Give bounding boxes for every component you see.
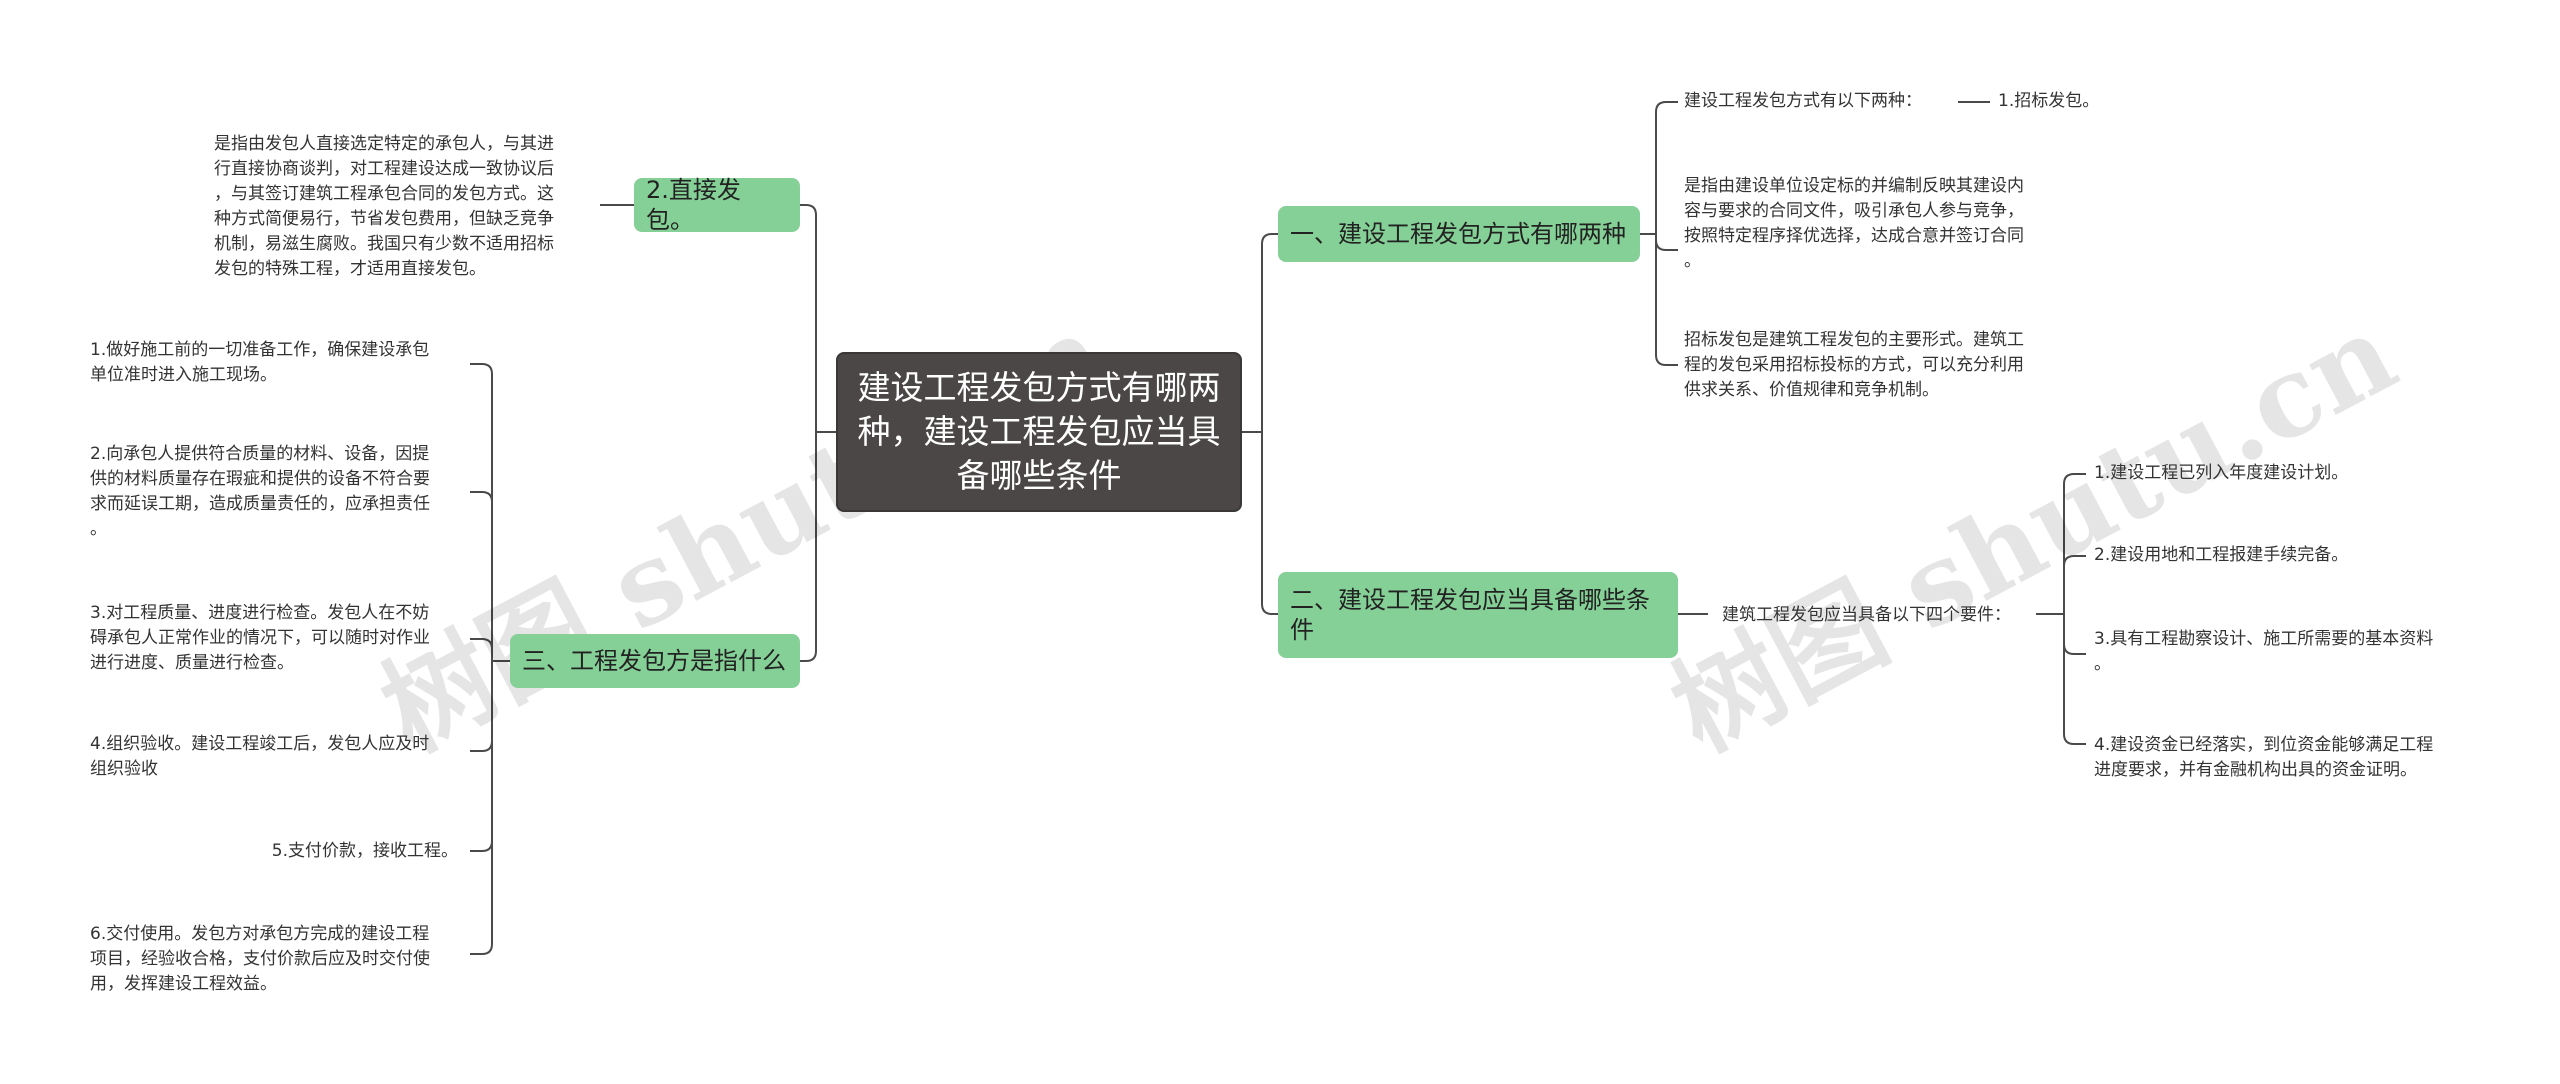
leaf-employer-duty-1: 1.做好施工前的一切准备工作，确保建设承包 单位准时进入施工现场。: [90, 340, 430, 385]
link-b2-item3: [2063, 614, 2086, 655]
link-b2-item2: [2063, 555, 2086, 614]
leaf-employer-duty-4: 4.组织验收。建设工程竣工后，发包人应及时 组织验收: [90, 734, 430, 779]
link-root-b1: [1261, 233, 1278, 432]
leaf-employer-duty-6: 6.交付使用。发包方对承包方完成的建设工程 项目，经验收合格，支付价款后应及时交…: [90, 924, 430, 994]
link-root-b4: [800, 432, 817, 662]
root-topic-label: 建设工程发包方式有哪两种，建设工程发包应当具备哪些条件: [857, 368, 1221, 495]
leaf-method-bidding: 1.招标发包。: [1998, 91, 2100, 111]
branch-employer-definition[interactable]: 三、工程发包方是指什么: [510, 634, 800, 688]
branch-conditions-label: 二、建设工程发包应当具备哪些条件: [1290, 586, 1650, 644]
leaf-employer-duty-5: 5.支付价款，接收工程。: [271, 841, 458, 861]
leaf-conditions-intro: 建筑工程发包应当具备以下四个要件：: [1722, 605, 2011, 625]
leaf-employer-duty-3: 3.对工程质量、进度进行检查。发包人在不妨 碍承包人正常作业的情况下，可以随时对…: [90, 603, 430, 673]
leaf-condition-4: 4.建设资金已经落实，到位资金能够满足工程 进度要求，并有金融机构出具的资金证明…: [2094, 735, 2434, 780]
branch-method-types-label: 一、建设工程发包方式有哪两种: [1290, 220, 1626, 248]
leaf-method-bidding-definition: 是指由建设单位设定标的并编制反映其建设内 容与要求的合同文件，吸引承包人参与竞争…: [1684, 176, 2024, 271]
leaf-employer-duty-2: 2.向承包人提供符合质量的材料、设备，因提 供的材料质量存在瑕疵和提供的设备不符…: [90, 444, 430, 539]
branch-direct-contracting[interactable]: 2.直接发包。: [634, 176, 800, 234]
link-b4-item1: [470, 363, 493, 661]
leaf-condition-3: 3.具有工程勘察设计、施工所需要的基本资料 。: [2094, 629, 2434, 674]
link-b4-item6: [470, 661, 493, 955]
link-root-b3: [800, 204, 817, 432]
link-b1-desc2: [1655, 234, 1678, 366]
link-b1-desc1: [1655, 234, 1678, 251]
branch-direct-contracting-label: 2.直接发包。: [646, 176, 741, 234]
leaf-direct-contracting-definition: 是指由发包人直接选定特定的承包人，与其进 行直接协商谈判，对工程建设达成一致协议…: [214, 134, 554, 279]
leaf-condition-2: 2.建设用地和工程报建手续完备。: [2094, 545, 2349, 565]
leaf-method-bidding-main-form: 招标发包是建筑工程发包的主要形式。建筑工 程的发包采用招标投标的方式，可以充分利…: [1684, 330, 2024, 400]
link-root-b2: [1261, 432, 1278, 615]
leaf-method-intro: 建设工程发包方式有以下两种：: [1684, 91, 1922, 111]
leaf-condition-1: 1.建设工程已列入年度建设计划。: [2094, 463, 2349, 483]
link-b2-item1: [2063, 473, 2086, 614]
branch-method-types[interactable]: 一、建设工程发包方式有哪两种: [1278, 206, 1640, 262]
link-b4-item2: [470, 491, 493, 661]
branch-conditions[interactable]: 二、建设工程发包应当具备哪些条件: [1278, 572, 1678, 658]
link-b4-item3: [470, 638, 493, 661]
link-b1-intro: [1655, 101, 1678, 234]
branch-employer-definition-label: 三、工程发包方是指什么: [522, 647, 786, 675]
root-topic[interactable]: 建设工程发包方式有哪两种，建设工程发包应当具备哪些条件: [836, 352, 1242, 512]
link-b2-item4: [2063, 614, 2086, 745]
